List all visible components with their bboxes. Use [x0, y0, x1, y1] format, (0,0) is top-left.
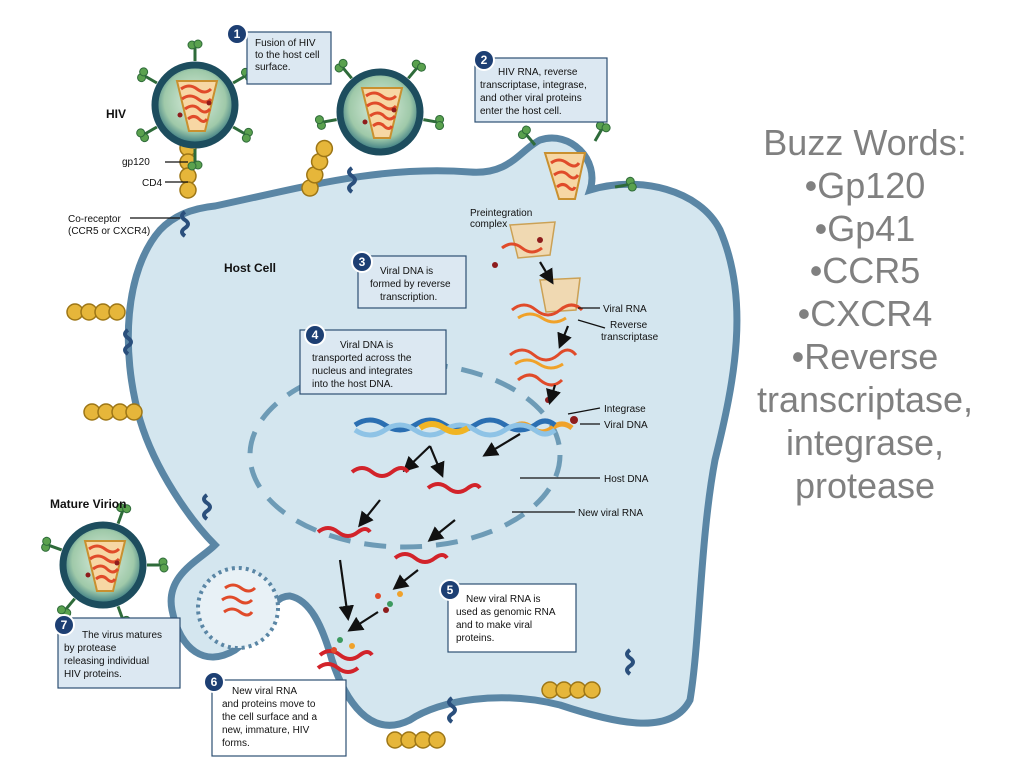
- step-5-line-2: used as genomic RNA: [456, 607, 556, 618]
- step-4-line-4: into the host DNA.: [312, 379, 393, 390]
- host-dna: [353, 417, 557, 438]
- step-3-line-3: transcription.: [380, 292, 437, 303]
- step-2-badge: [473, 49, 495, 71]
- step-1-box: 1 Fusion of HIV to the host cell surface…: [226, 23, 332, 85]
- label-coreceptor-1: Co-receptor: [68, 214, 121, 225]
- step-6-line-1: New viral RNA: [232, 686, 297, 697]
- step-2-line-4: enter the host cell.: [480, 106, 562, 117]
- entering-virion: [514, 117, 639, 200]
- step-5-badge: [439, 579, 461, 601]
- step-5-number: 5: [447, 583, 454, 597]
- step-4-line-2: transported across the: [312, 353, 412, 364]
- viral-proteins: [331, 591, 403, 653]
- step-4-box: 4 Viral DNA is transported across the nu…: [299, 324, 447, 395]
- pathway-arrows: [338, 261, 572, 632]
- step-6-number: 6: [211, 675, 218, 689]
- label-coreceptor-2: (CCR5 or CXCR4): [68, 226, 150, 237]
- step-1-line-3: surface.: [255, 62, 291, 73]
- step-2-line-1: HIV RNA, reverse: [498, 67, 578, 78]
- step-6-line-3: the cell surface and a: [222, 712, 317, 723]
- label-viral-rna: Viral RNA: [603, 304, 647, 315]
- label-integrase: Integrase: [604, 404, 646, 415]
- step-3-box: 3 Viral DNA is formed by reverse transcr…: [351, 251, 467, 309]
- step-7-line-4: HIV proteins.: [64, 669, 122, 680]
- new-viral-rna: [316, 466, 482, 674]
- step-1-badge: [226, 23, 248, 45]
- step-2-line-3: and other viral proteins: [480, 93, 582, 104]
- label-cd4: CD4: [142, 178, 162, 189]
- label-hiv: HIV: [106, 107, 126, 121]
- step-5-line-3: and to make viral: [456, 620, 532, 631]
- label-gp120: gp120: [122, 157, 150, 168]
- step-6-line-2: and proteins move to: [222, 699, 316, 710]
- leader-lines: [130, 161, 606, 513]
- step-2-box: 2 HIV RNA, reverse transcriptase, integr…: [473, 49, 608, 123]
- step-2-number: 2: [481, 53, 488, 67]
- step-1-number: 1: [234, 27, 241, 41]
- step-6-box: 6 New viral RNA and proteins move to the…: [203, 671, 347, 757]
- step-6-line-4: new, immature, HIV: [222, 725, 310, 736]
- step-4-badge: [304, 324, 326, 346]
- label-host-dna: Host DNA: [604, 474, 649, 485]
- buzz-item-gp41: •Gp41: [814, 207, 916, 249]
- step-3-line-1: Viral DNA is: [380, 266, 433, 277]
- buzz-item-enzymes: •Reverse transcriptase, integrase, prote…: [756, 336, 974, 506]
- fusing-virion: [313, 56, 447, 152]
- label-new-viral-rna: New viral RNA: [578, 508, 643, 519]
- buzz-words-panel: Buzz Words: •Gp120 •Gp41 •CCR5 •CXCR4 •R…: [720, 122, 1010, 507]
- step-1-line-2: to the host cell: [255, 50, 319, 61]
- buzz-words-title: Buzz Words:: [763, 122, 967, 163]
- step-6-line-5: forms.: [222, 738, 250, 749]
- step-5-box: 5 New viral RNA is used as genomic RNA a…: [439, 579, 577, 653]
- step-5-line-4: proteins.: [456, 633, 494, 644]
- step-5-line-1: New viral RNA is: [466, 594, 540, 605]
- step-7-line-2: by protease: [64, 643, 117, 654]
- hiv-virion: [133, 38, 257, 172]
- step-3-line-2: formed by reverse: [370, 279, 451, 290]
- step-4-number: 4: [312, 328, 319, 342]
- step-6-badge: [203, 671, 225, 693]
- label-host-cell: Host Cell: [224, 261, 276, 275]
- budding-vesicle: [196, 566, 280, 650]
- mature-virion: [38, 500, 170, 630]
- label-viral-dna: Viral DNA: [604, 420, 648, 431]
- step-4-line-3: nucleus and integrates: [312, 366, 413, 377]
- buzz-item-ccr5: •CCR5: [809, 250, 921, 292]
- step-7-badge: [53, 614, 75, 636]
- buzz-item-gp120: •Gp120: [804, 164, 926, 206]
- step-7-line-1: The virus matures: [82, 630, 162, 641]
- buzz-item-cxcr4: •CXCR4: [797, 293, 933, 335]
- step-3-number: 3: [359, 255, 366, 269]
- step-7-number: 7: [61, 618, 68, 632]
- step-1-line-1: Fusion of HIV: [255, 38, 316, 49]
- label-preintegration-1: Preintegration: [470, 208, 532, 219]
- label-preintegration-2: complex: [470, 219, 507, 230]
- label-reverse-transcriptase-2: transcriptase: [601, 332, 659, 343]
- step-7-line-3: releasing individual: [64, 656, 149, 667]
- step-3-badge: [351, 251, 373, 273]
- step-4-line-1: Viral DNA is: [340, 340, 393, 351]
- label-mature-virion: Mature Virion: [50, 497, 126, 511]
- step-7-box: 7 The virus matures by protease releasin…: [53, 614, 181, 689]
- step-2-line-2: transcriptase, integrase,: [480, 80, 587, 91]
- label-reverse-transcriptase-1: Reverse: [610, 320, 648, 331]
